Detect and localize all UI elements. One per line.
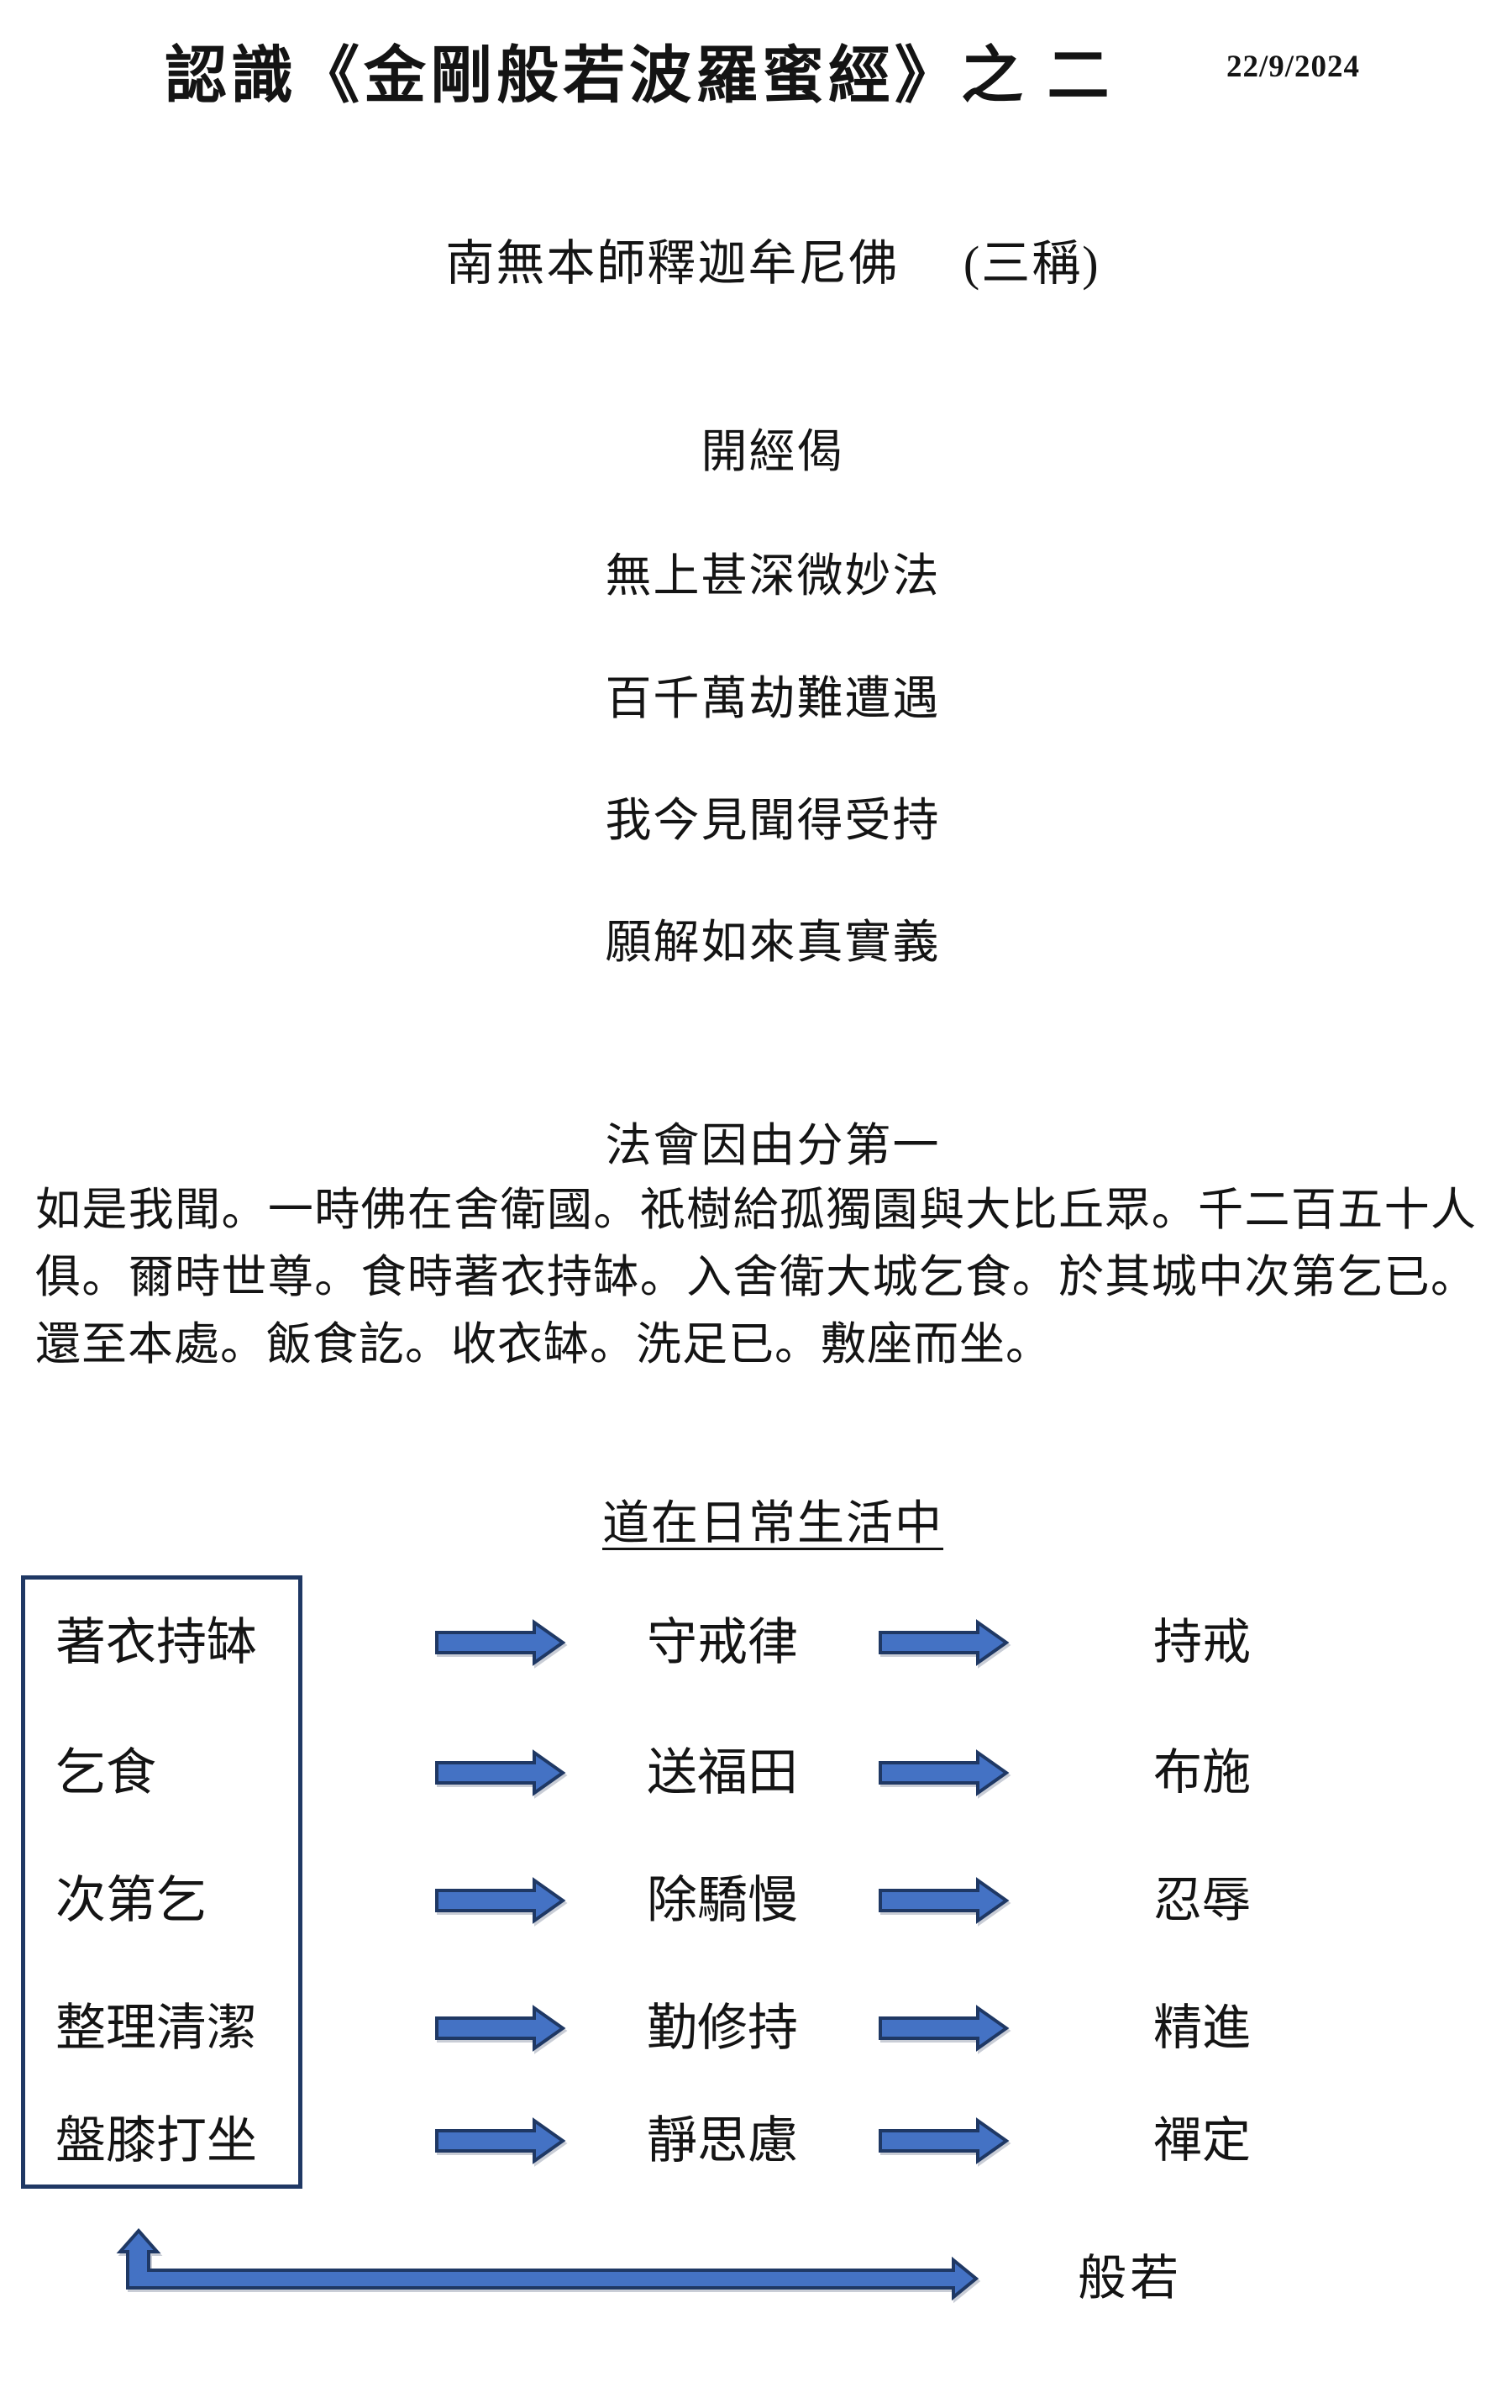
paramita-item: 禪定: [1153, 2113, 1252, 2168]
practice-item: 著衣持缽: [55, 1615, 257, 1670]
page-title: 認識《金剛般若波羅蜜經》之 二: [165, 42, 1114, 111]
practice-item: 次第乞: [55, 1873, 207, 1928]
practice-item: 整理清潔: [55, 2001, 257, 2056]
feedback-label: 般若: [1078, 2251, 1183, 2305]
meaning-item: 送福田: [647, 1745, 798, 1801]
meaning-item: 守戒律: [647, 1615, 798, 1670]
feedback-elbow-arrow-icon: [116, 2227, 979, 2301]
verse-line: 願解如來真實義: [605, 917, 941, 968]
paramita-item: 精進: [1153, 2001, 1252, 2055]
diagram-heading: 道在日常生活中: [602, 1498, 943, 1550]
meaning-item: 勤修持: [647, 2001, 798, 2056]
right-arrow-icon: [879, 1619, 1010, 1666]
paramita-item: 持戒: [1153, 1615, 1252, 1669]
right-arrow-icon: [879, 1877, 1010, 1924]
practice-item: 盤膝打坐: [55, 2113, 257, 2169]
meaning-item: 除驕慢: [647, 1873, 798, 1928]
right-arrow-icon: [879, 2117, 1010, 2164]
meaning-item: 靜思慮: [647, 2113, 798, 2169]
verse-line: 百千萬劫難遭遇: [605, 673, 941, 724]
right-arrow-icon: [879, 1749, 1010, 1796]
practice-item: 乞食: [55, 1745, 156, 1801]
practice-group-box: [21, 1575, 302, 2189]
chapter-body-paragraph: 如是我聞。一時佛在舍衛國。祇樹給孤獨園與大比丘眾。千二百五十人俱。爾時世尊。食時…: [35, 1185, 1477, 1370]
verse-line: 我今見聞得受持: [605, 795, 941, 846]
verse-line: 無上甚深微妙法: [605, 550, 941, 602]
right-arrow-icon: [435, 1877, 566, 1924]
page-date: 22/9/2024: [1226, 50, 1361, 84]
right-arrow-icon: [435, 1619, 566, 1666]
invocation-line: 南無本師釋迦牟尼佛 (三稱): [445, 236, 1100, 291]
paramita-item: 忍辱: [1153, 1873, 1252, 1927]
right-arrow-icon: [879, 2005, 1010, 2052]
chapter-heading: 法會因由分第一: [605, 1120, 941, 1171]
opening-gatha-heading: 開經偈: [701, 426, 845, 477]
right-arrow-icon: [435, 2005, 566, 2052]
paramita-item: 布施: [1153, 1745, 1252, 1800]
right-arrow-icon: [435, 2117, 566, 2164]
right-arrow-icon: [435, 1749, 566, 1796]
